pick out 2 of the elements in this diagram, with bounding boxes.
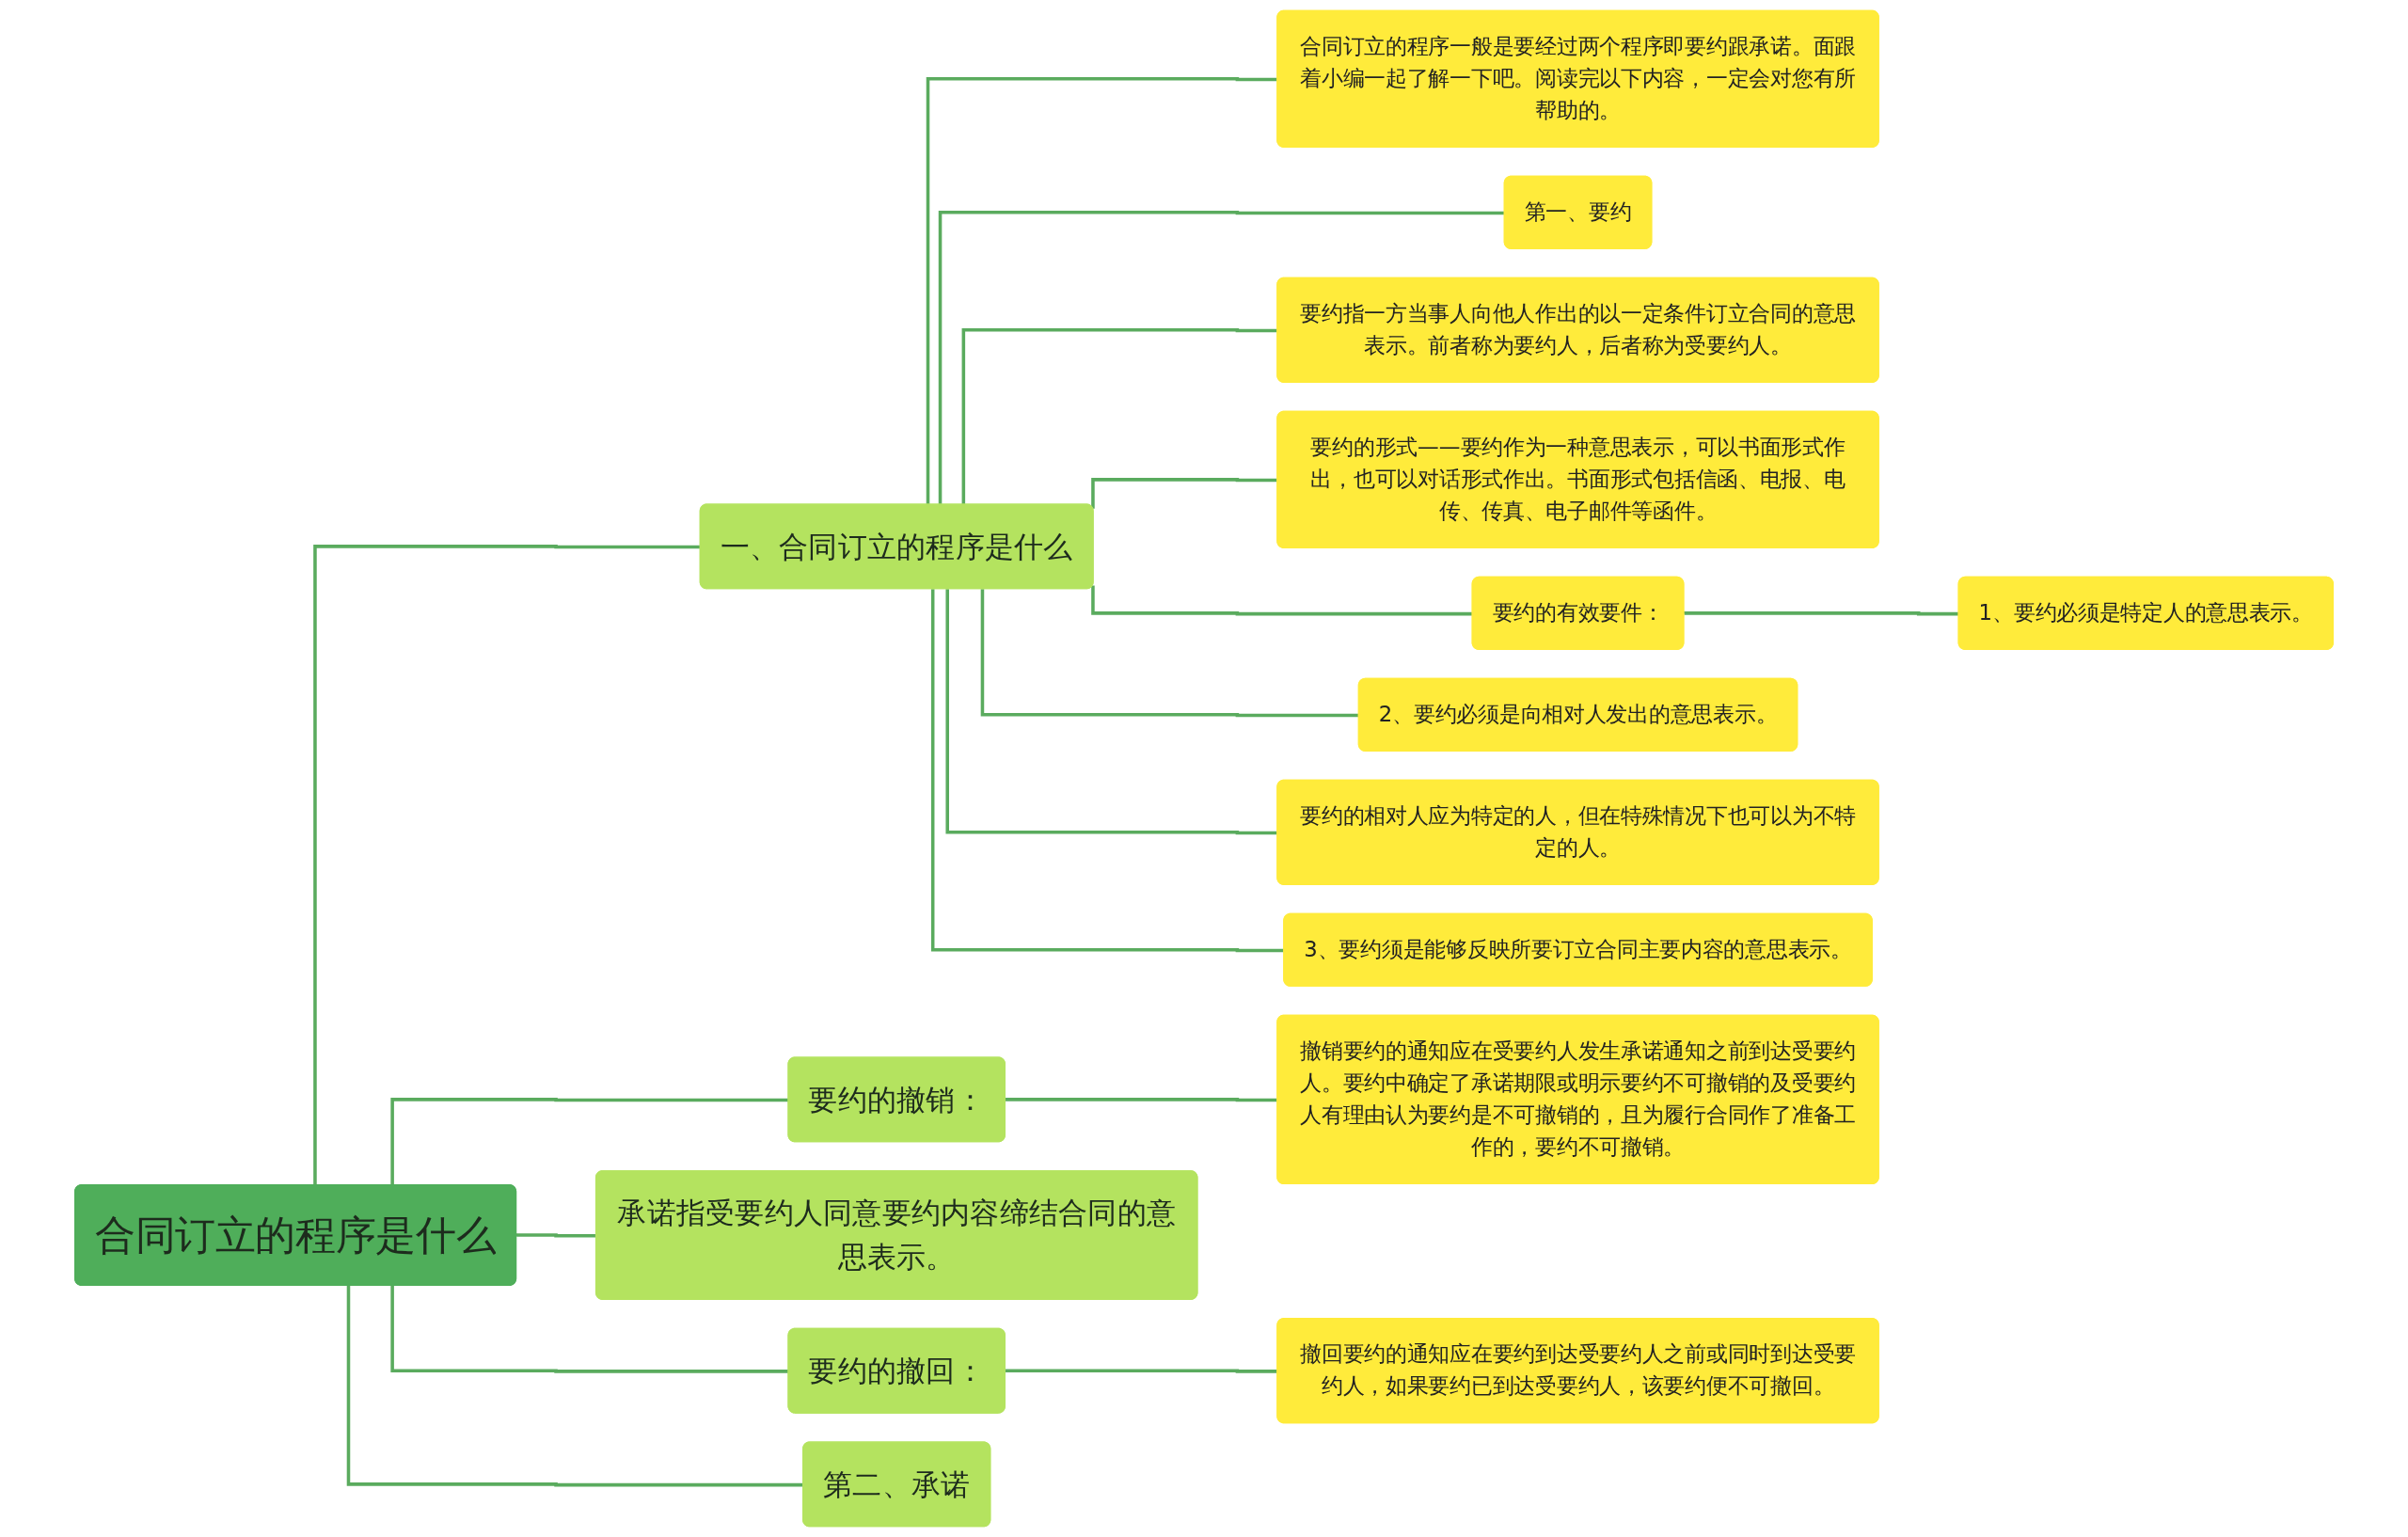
connector [390, 1286, 789, 1373]
connector [390, 1098, 789, 1186]
